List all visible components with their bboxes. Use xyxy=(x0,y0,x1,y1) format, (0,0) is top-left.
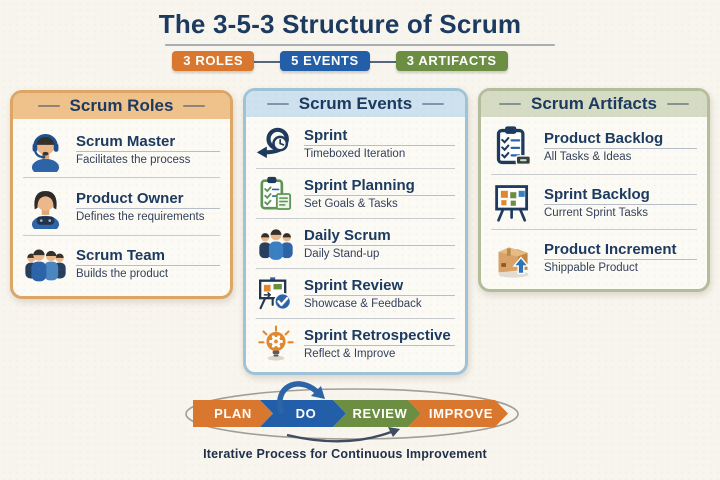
list-item-sprint-backlog: Sprint Backlog Current Sprint Tasks xyxy=(491,173,697,230)
panel-scrum-roles: Scrum Roles Scrum Master Facilitates the… xyxy=(10,90,233,299)
process-step-improve: IMPROVE xyxy=(408,400,508,427)
headset-person-icon xyxy=(31,133,60,172)
item-title: Daily Scrum xyxy=(304,227,455,246)
process-caption: Iterative Process for Continuous Improve… xyxy=(203,447,487,461)
item-subtitle: All Tasks & Ideas xyxy=(544,150,632,163)
panel-title-events: Scrum Events xyxy=(246,91,465,117)
list-item-product-increment: Product Increment Shippable Product xyxy=(491,229,697,285)
item-subtitle: Facilitates the process xyxy=(76,153,191,166)
item-subtitle: Current Sprint Tasks xyxy=(544,206,648,219)
list-item-scrum-team: Scrum Team Builds the product xyxy=(23,234,220,292)
sprint-loop-clock-icon xyxy=(256,127,289,158)
pdca-process-row: PLAN DO REVIEW IMPROVE xyxy=(193,400,508,427)
panel-scrum-artifacts: Scrum Artifacts Product Backlog All Task… xyxy=(478,88,710,292)
badge-row: 3 ROLES 5 EVENTS 3 ARTIFACTS xyxy=(0,51,680,71)
title-underline xyxy=(165,44,555,46)
item-subtitle: Timeboxed Iteration xyxy=(304,148,406,160)
item-title: Scrum Team xyxy=(76,247,220,267)
planning-checklist-icon xyxy=(260,176,292,210)
item-title: Scrum Master xyxy=(76,133,220,152)
page-title: The 3-5-3 Structure of Scrum xyxy=(158,9,522,39)
panel-scrum-events: Scrum Events Sprint Timeboxed Iteration xyxy=(243,88,468,375)
item-title: Product Increment xyxy=(544,241,697,261)
item-subtitle: Builds the product xyxy=(76,268,169,281)
item-title: Sprint Review xyxy=(304,277,455,296)
item-title: Product Backlog xyxy=(544,130,697,149)
item-subtitle: Defines the requirements xyxy=(76,210,205,223)
kanban-board-icon xyxy=(495,184,529,222)
process-step-plan: PLAN xyxy=(193,400,273,427)
badge-3-roles: 3 ROLES xyxy=(172,51,255,71)
team-group-icon xyxy=(25,249,66,282)
item-title: Product Owner xyxy=(76,190,220,209)
item-subtitle: Reflect & Improve xyxy=(304,348,396,360)
item-title: Sprint xyxy=(304,127,455,146)
badge-5-events: 5 EVENTS xyxy=(280,51,370,71)
list-item-sprint-planning: Sprint Planning Set Goals & Tasks xyxy=(256,168,455,218)
list-item-sprint-review: Sprint Review Showcase & Feedback xyxy=(256,268,455,318)
list-item-product-owner: Product Owner Defines the requirements xyxy=(23,177,220,234)
item-subtitle: Daily Stand-up xyxy=(304,248,380,260)
item-title: Sprint Planning xyxy=(304,177,455,196)
product-owner-icon xyxy=(31,191,60,229)
list-item-sprint: Sprint Timeboxed Iteration xyxy=(256,119,455,168)
backlog-clipboard-icon xyxy=(496,126,532,165)
item-title: Sprint Backlog xyxy=(544,186,697,205)
item-title: Sprint Retrospective xyxy=(304,327,455,346)
item-subtitle: Showcase & Feedback xyxy=(304,298,422,310)
standup-team-icon xyxy=(259,228,293,260)
list-item-scrum-master: Scrum Master Facilitates the process xyxy=(23,121,220,177)
panel-body-roles: Scrum Master Facilitates the process Pro… xyxy=(13,119,230,296)
shipping-box-arrow-icon xyxy=(498,247,530,278)
panel-body-events: Sprint Timeboxed Iteration Spri xyxy=(246,117,465,372)
panel-title-roles: Scrum Roles xyxy=(13,93,230,119)
item-subtitle: Shippable Product xyxy=(544,262,638,275)
list-item-product-backlog: Product Backlog All Tasks & Ideas xyxy=(491,119,697,174)
panel-title-artifacts: Scrum Artifacts xyxy=(481,91,707,117)
panel-body-artifacts: Product Backlog All Tasks & Ideas Sprint… xyxy=(481,117,707,289)
process-step-review: REVIEW xyxy=(333,400,421,427)
badge-3-artifacts: 3 ARTIFACTS xyxy=(395,51,508,71)
retrospective-bulb-gear-icon xyxy=(258,324,294,361)
list-item-sprint-retrospective: Sprint Retrospective Reflect & Improve xyxy=(256,318,455,368)
review-presentation-check-icon xyxy=(259,276,292,310)
item-subtitle: Set Goals & Tasks xyxy=(304,198,398,210)
list-item-daily-scrum: Daily Scrum Daily Stand-up xyxy=(256,218,455,268)
